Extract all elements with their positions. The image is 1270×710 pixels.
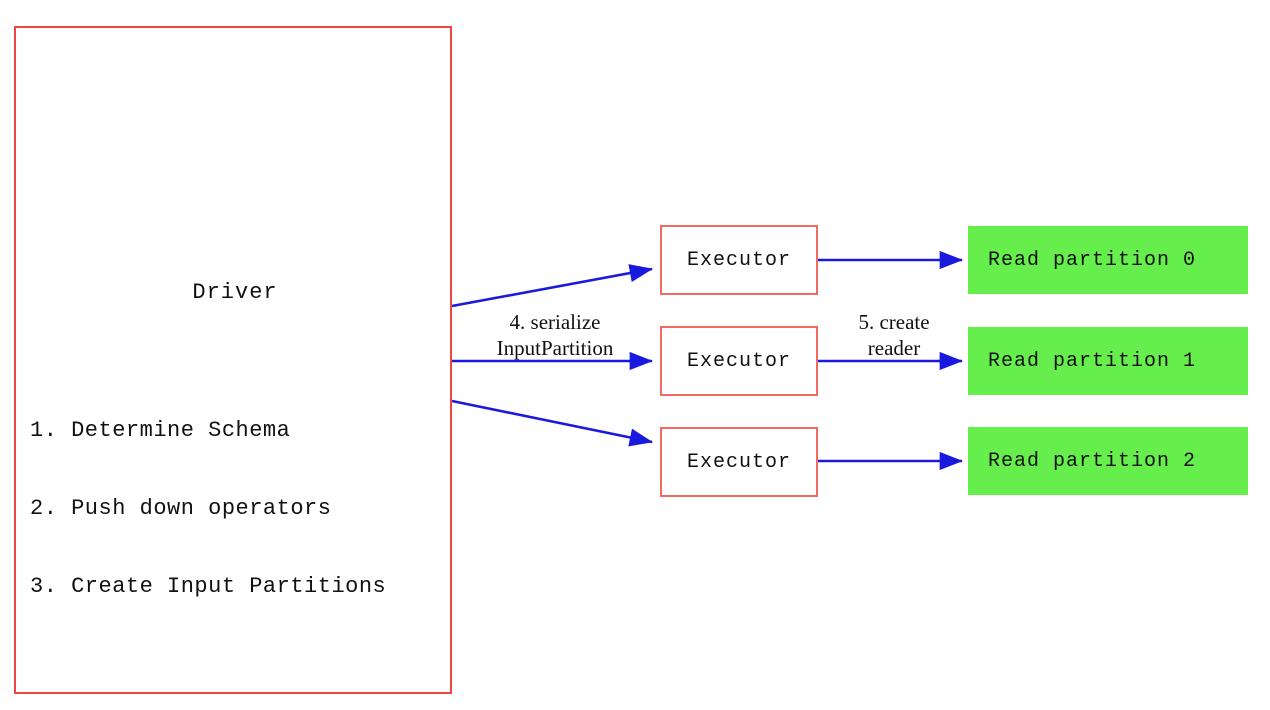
driver-steps-list: 1. Determine Schema 2. Push down operato… — [30, 366, 450, 652]
arrow-driver-to-executor-2 — [451, 399, 654, 447]
edge-label-create-reader: 5. create reader — [828, 309, 960, 361]
edge-label-serialize-line-2: InputPartition — [496, 336, 614, 360]
edge-label-create-reader-line-2: reader — [867, 336, 921, 360]
driver-box: Driver 1. Determine Schema 2. Push down … — [14, 26, 452, 694]
arrow-driver-to-executor-0 — [451, 264, 654, 308]
read-partition-box-0: Read partition 0 — [968, 226, 1248, 294]
driver-step-3: 3. Create Input Partitions — [30, 574, 387, 599]
read-partition-label-2: Read partition 2 — [988, 449, 1197, 473]
edge-label-create-reader-line-1: 5. create — [858, 310, 930, 334]
driver-step-2: 2. Push down operators — [30, 496, 332, 521]
executor-label-0: Executor — [686, 248, 791, 272]
read-partition-label-0: Read partition 0 — [988, 248, 1197, 272]
read-partition-label-1: Read partition 1 — [988, 349, 1197, 373]
read-partition-box-2: Read partition 2 — [968, 427, 1248, 495]
executor-box-2: Executor — [660, 427, 818, 497]
executor-label-2: Executor — [686, 450, 791, 474]
executor-box-0: Executor — [660, 225, 818, 295]
read-partition-box-1: Read partition 1 — [968, 327, 1248, 395]
driver-step-1: 1. Determine Schema — [30, 418, 291, 443]
edge-label-serialize-line-1: 4. serialize — [509, 310, 601, 334]
executor-label-1: Executor — [686, 349, 791, 373]
edge-label-serialize: 4. serialize InputPartition — [440, 309, 670, 361]
driver-title: Driver — [192, 280, 278, 305]
executor-box-1: Executor — [660, 326, 818, 396]
